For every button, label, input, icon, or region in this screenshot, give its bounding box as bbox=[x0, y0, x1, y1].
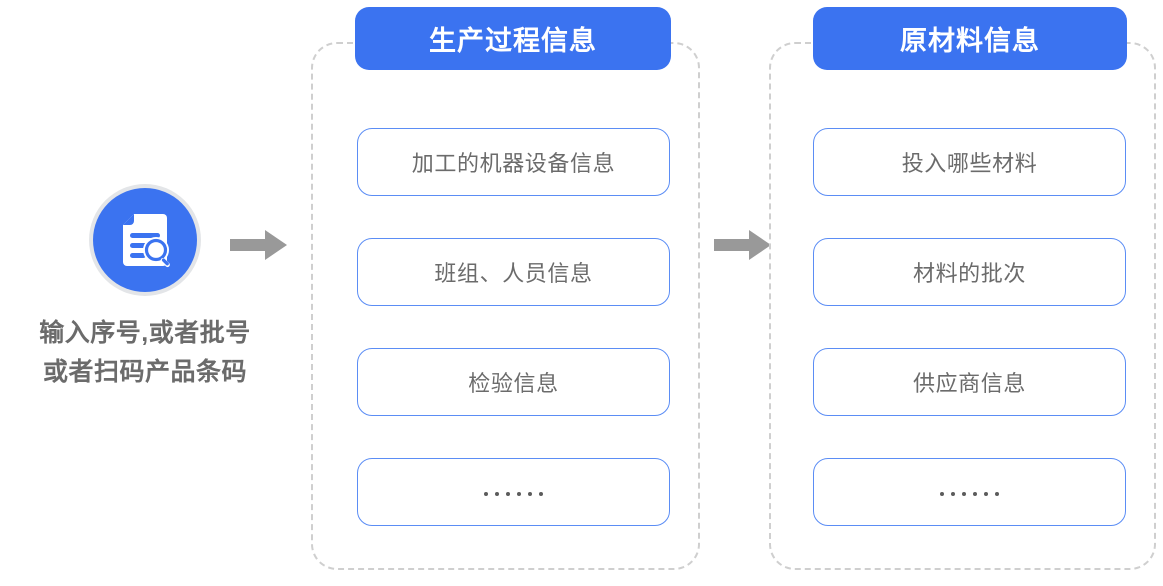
item-box[interactable]: 班组、人员信息 bbox=[357, 238, 670, 306]
item-label: 材料的批次 bbox=[912, 261, 1026, 286]
input-node: 输入序号,或者批号 或者扫码产品条码 bbox=[0, 188, 290, 392]
document-search-icon bbox=[93, 188, 197, 292]
item-box[interactable]: 供应商信息 bbox=[813, 348, 1126, 416]
input-node-caption: 输入序号,或者批号 或者扫码产品条码 bbox=[0, 314, 290, 392]
item-label: 投入哪些材料 bbox=[901, 151, 1038, 176]
item-box[interactable]: 检验信息 bbox=[357, 348, 670, 416]
item-box-ellipsis[interactable] bbox=[813, 458, 1126, 526]
ellipsis-icon bbox=[484, 492, 543, 496]
group-items-material: 投入哪些材料 材料的批次 供应商信息 bbox=[813, 128, 1126, 526]
group-header-production: 生产过程信息 bbox=[355, 7, 671, 70]
item-label: 班组、人员信息 bbox=[434, 261, 593, 286]
input-caption-line-2: 或者扫码产品条码 bbox=[42, 357, 247, 386]
item-box-ellipsis[interactable] bbox=[357, 458, 670, 526]
item-box[interactable]: 材料的批次 bbox=[813, 238, 1126, 306]
item-label: 检验信息 bbox=[468, 371, 559, 396]
group-items-production: 加工的机器设备信息 班组、人员信息 检验信息 bbox=[357, 128, 670, 526]
item-label: 供应商信息 bbox=[912, 371, 1026, 396]
item-box[interactable]: 投入哪些材料 bbox=[813, 128, 1126, 196]
ellipsis-icon bbox=[940, 492, 999, 496]
arrow-production-to-material-icon bbox=[714, 228, 772, 262]
item-box[interactable]: 加工的机器设备信息 bbox=[357, 128, 670, 196]
item-label: 加工的机器设备信息 bbox=[411, 151, 616, 176]
arrow-input-to-production-icon bbox=[230, 228, 288, 262]
input-caption-line-1: 输入序号,或者批号 bbox=[39, 319, 251, 347]
group-header-material: 原材料信息 bbox=[813, 7, 1127, 70]
